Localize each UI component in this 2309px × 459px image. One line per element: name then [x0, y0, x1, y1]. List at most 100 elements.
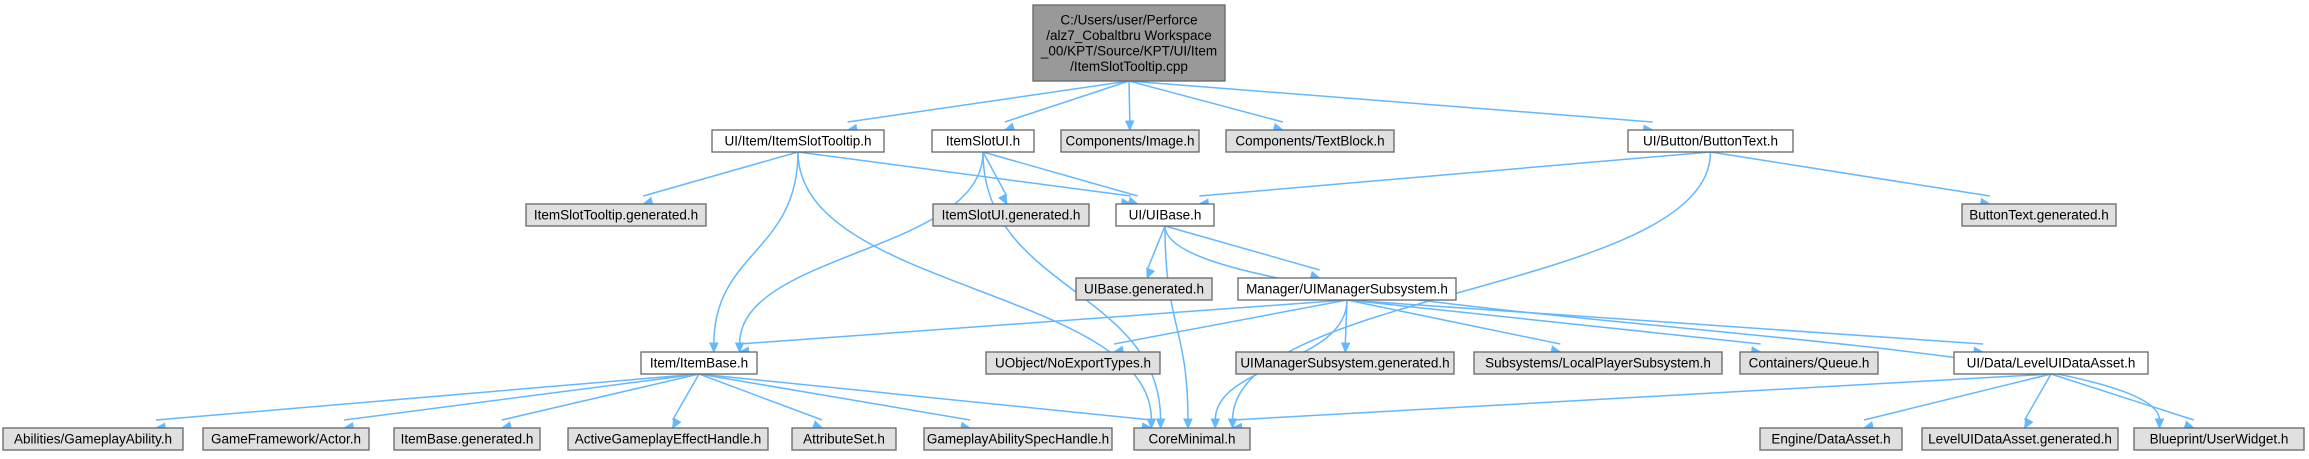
node-itemslottooltip-h[interactable]: UI/Item/ItemSlotTooltip.h	[711, 129, 885, 153]
node-box[interactable]	[525, 203, 707, 227]
node-uimanager-h[interactable]: Manager/UIManagerSubsystem.h	[1237, 277, 1457, 301]
node-uimanager-gen[interactable]: UIManagerSubsystem.generated.h	[1235, 351, 1455, 375]
node-label: ItemSlotUI.h	[946, 134, 1020, 149]
node-components-textblock[interactable]: Components/TextBlock.h	[1225, 129, 1395, 153]
edge-arrowhead	[1227, 418, 1238, 430]
edge-itembase_h-to-abilityspechandle	[698, 373, 971, 421]
edge-leveluidataasset_h-to-engine_dataasset	[1863, 373, 2052, 421]
node-label: Components/TextBlock.h	[1235, 134, 1384, 149]
node-buttontext-gen[interactable]: ButtonText.generated.h	[1961, 203, 2117, 227]
node-box[interactable]	[791, 427, 897, 451]
node-label: Item/ItemBase.h	[650, 356, 748, 371]
node-buttontext-h[interactable]: UI/Button/ButtonText.h	[1627, 129, 1794, 153]
node-leveluidataasset-h[interactable]: UI/Data/LevelUIDataAsset.h	[1953, 351, 2149, 375]
node-components-image[interactable]: Components/Image.h	[1060, 129, 1200, 153]
node-leveluidataasset-gen[interactable]: LevelUIDataAsset.generated.h	[1921, 427, 2119, 451]
node-box[interactable]	[640, 351, 758, 375]
node-label: ItemSlotTooltip.generated.h	[534, 208, 698, 223]
node-box[interactable]	[1235, 351, 1455, 375]
node-label: Manager/UIManagerSubsystem.h	[1246, 282, 1448, 297]
node-itemslotui-h[interactable]: ItemSlotUI.h	[931, 129, 1035, 153]
node-label: ActiveGameplayEffectHandle.h	[575, 432, 762, 447]
node-box[interactable]	[1225, 129, 1395, 153]
node-label: UI/Data/LevelUIDataAsset.h	[1967, 356, 2136, 371]
node-label: /alz7_Cobaltbru Workspace	[1046, 28, 1212, 43]
node-label: C:/Users/user/Perforce	[1060, 12, 1197, 27]
nodes-layer: C:/Users/user/Perforce/alz7_Cobaltbru Wo…	[2, 4, 2305, 451]
edge-arrowhead	[1146, 418, 1157, 430]
edge-itemslottooltip_h-to-itemslottooltip_gen	[643, 151, 799, 197]
edge-root-to-components_textblock	[1128, 80, 1284, 123]
node-box[interactable]	[1115, 203, 1215, 227]
node-box[interactable]	[1473, 351, 1723, 375]
edge-root-to-buttontext_h	[1128, 80, 1653, 123]
node-uibase-h[interactable]: UI/UIBase.h	[1115, 203, 1215, 227]
node-box[interactable]	[1739, 351, 1879, 375]
node-gameplayability[interactable]: Abilities/GameplayAbility.h	[2, 427, 184, 451]
node-coreminimal[interactable]: CoreMinimal.h	[1133, 427, 1251, 451]
node-box[interactable]	[2133, 427, 2305, 451]
edge-uimanager_h-to-leveluidataasset_h	[1346, 299, 1984, 345]
node-localplayer-sub[interactable]: Subsystems/LocalPlayerSubsystem.h	[1473, 351, 1723, 375]
node-uobject-noexport[interactable]: UObject/NoExportTypes.h	[985, 351, 1161, 375]
node-box[interactable]	[1921, 427, 2119, 451]
node-engine-dataasset[interactable]: Engine/DataAsset.h	[1759, 427, 1903, 451]
edge-uibase_h-to-coreminimal	[1164, 225, 1189, 421]
node-root[interactable]: C:/Users/user/Perforce/alz7_Cobaltbru Wo…	[1032, 4, 1226, 82]
node-userwidget[interactable]: Blueprint/UserWidget.h	[2133, 427, 2305, 451]
edge-uimanager_h-to-uobject_noexport	[1113, 299, 1348, 345]
node-box[interactable]	[202, 427, 370, 451]
edge-itembase_h-to-actor_h	[344, 373, 700, 421]
node-label: UI/Item/ItemSlotTooltip.h	[724, 134, 871, 149]
edges-layer	[154, 80, 2195, 433]
edge-leveluidataasset_h-to-leveluidataasset_gen	[2023, 373, 2052, 421]
node-label: UIManagerSubsystem.generated.h	[1240, 356, 1449, 371]
node-box[interactable]	[1961, 203, 2117, 227]
edge-uibase_h-to-uibase_gen	[1146, 225, 1166, 271]
edge-uimanager_h-to-localplayer_sub	[1346, 299, 1561, 345]
edge-uimanager_h-to-containers_queue	[1346, 299, 1761, 345]
node-itembase-gen[interactable]: ItemBase.generated.h	[393, 427, 541, 451]
node-box[interactable]	[1759, 427, 1903, 451]
node-box[interactable]	[567, 427, 769, 451]
node-label: UObject/NoExportTypes.h	[995, 356, 1151, 371]
node-box[interactable]	[1032, 4, 1226, 82]
edge-itembase_h-to-gameplayability	[155, 373, 700, 421]
node-itemslotui-gen[interactable]: ItemSlotUI.generated.h	[932, 203, 1090, 227]
node-uibase-gen[interactable]: UIBase.generated.h	[1075, 277, 1213, 301]
node-label: LevelUIDataAsset.generated.h	[1928, 432, 2112, 447]
node-attributeset[interactable]: AttributeSet.h	[791, 427, 897, 451]
node-label: GameplayAbilitySpecHandle.h	[927, 432, 1109, 447]
node-label: AttributeSet.h	[803, 432, 885, 447]
node-box[interactable]	[1627, 129, 1794, 153]
node-box[interactable]	[393, 427, 541, 451]
node-box[interactable]	[932, 203, 1090, 227]
node-box[interactable]	[1060, 129, 1200, 153]
edge-arrowhead	[672, 417, 682, 430]
node-actor-h[interactable]: GameFramework/Actor.h	[202, 427, 370, 451]
node-itembase-h[interactable]: Item/ItemBase.h	[640, 351, 758, 375]
node-label: CoreMinimal.h	[1148, 432, 1235, 447]
node-box[interactable]	[1953, 351, 2149, 375]
edge-itemslotui_h-to-itembase_h	[738, 151, 984, 345]
edge-leveluidataasset_h-to-userwidget	[2050, 373, 2195, 421]
node-box[interactable]	[1237, 277, 1457, 301]
node-box[interactable]	[923, 427, 1113, 451]
edge-arrowhead	[734, 342, 745, 354]
node-itemslottooltip-gen[interactable]: ItemSlotTooltip.generated.h	[525, 203, 707, 227]
node-box[interactable]	[1133, 427, 1251, 451]
node-label: UIBase.generated.h	[1084, 282, 1204, 297]
node-label: UI/Button/ButtonText.h	[1643, 134, 1778, 149]
edge-itembase_h-to-coreminimal	[698, 373, 1152, 421]
node-containers-queue[interactable]: Containers/Queue.h	[1739, 351, 1879, 375]
node-box[interactable]	[931, 129, 1035, 153]
edge-itemslotui_h-to-itemslotui_gen	[982, 151, 1008, 197]
node-box[interactable]	[711, 129, 885, 153]
node-label: GameFramework/Actor.h	[211, 432, 361, 447]
node-box[interactable]	[1075, 277, 1213, 301]
node-box[interactable]	[2, 427, 184, 451]
edge-arrowhead	[1124, 120, 1135, 132]
node-activege-handle[interactable]: ActiveGameplayEffectHandle.h	[567, 427, 769, 451]
node-box[interactable]	[985, 351, 1161, 375]
node-abilityspechandle[interactable]: GameplayAbilitySpecHandle.h	[923, 427, 1113, 451]
